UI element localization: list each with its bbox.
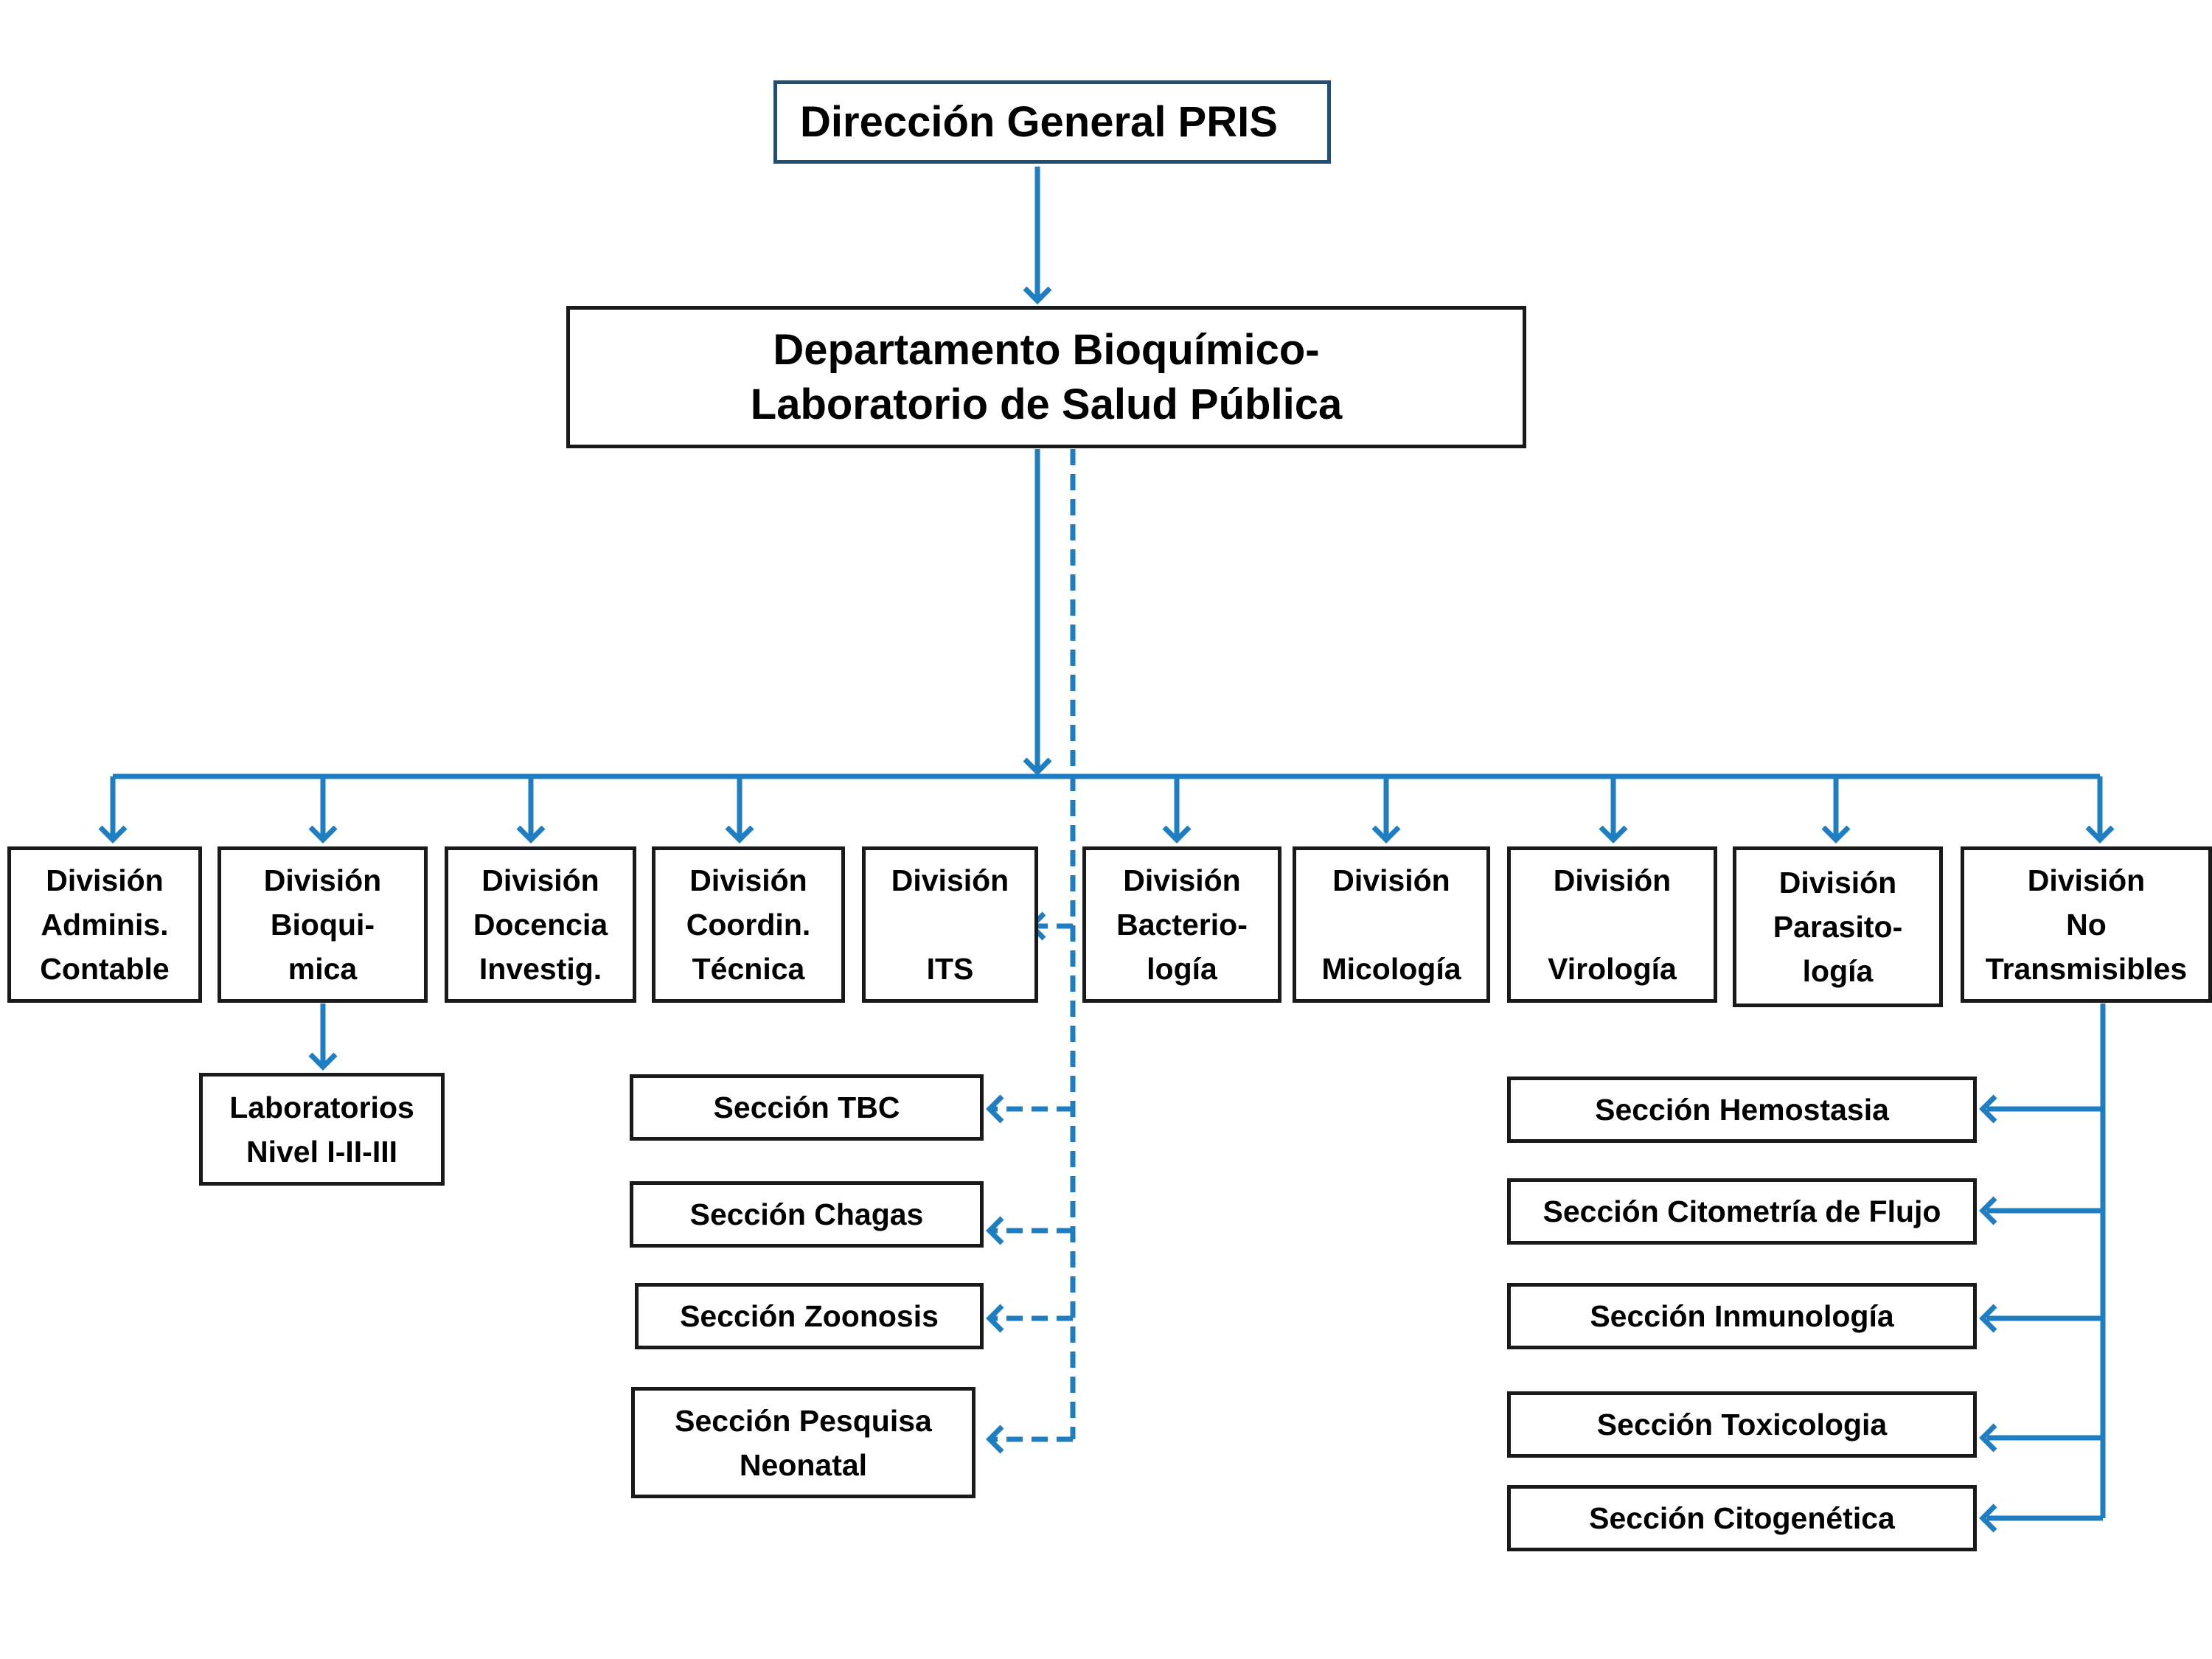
section-pesquisa-line-1: Sección Pesquisa — [675, 1403, 932, 1438]
section-toxicologia-line-1: Sección Toxicologia — [1596, 1408, 1888, 1441]
arrowhead-left — [1979, 1503, 1997, 1533]
division-coordin-line-1: División — [689, 863, 807, 897]
arrowhead-down — [1371, 825, 1401, 844]
section-chagas-line-1: Sección Chagas — [689, 1197, 924, 1231]
division-parasitologia-line-3: logía — [1802, 954, 1874, 988]
division-micologia-line-1: División — [1332, 863, 1450, 897]
arrowhead-left — [1979, 1094, 1997, 1124]
division-its-line-2 — [946, 902, 954, 947]
arrowhead-down — [725, 825, 754, 844]
division-bacteriologia-line-1: División — [1123, 863, 1241, 897]
arrowhead-down — [1821, 825, 1851, 844]
arrowhead-down — [98, 825, 128, 844]
division-its-line-1: División — [891, 863, 1009, 897]
section-citogenetica: Sección Citogenética — [1507, 1485, 1977, 1551]
arrowhead-down — [1023, 757, 1052, 776]
arrowhead-down — [1023, 286, 1052, 305]
arrowhead-down — [516, 825, 546, 844]
section-citogenetica-line-1: Sección Citogenética — [1589, 1501, 1895, 1535]
section-chagas: Sección Chagas — [630, 1181, 984, 1248]
division-no-transmisibles-line-1: División — [2027, 863, 2146, 897]
division-virologia-line-1: División — [1553, 863, 1672, 897]
section-toxicologia: Sección Toxicologia — [1507, 1391, 1977, 1458]
division-docencia-line-3: Investig. — [479, 952, 602, 986]
laboratorios-box-line-1: Laboratorios — [229, 1090, 414, 1124]
arrowhead-left — [1979, 1304, 1997, 1333]
division-micologia-line-2 — [1387, 902, 1395, 947]
section-tbc: Sección TBC — [630, 1074, 984, 1141]
division-adminis-line-3: Contable — [40, 952, 170, 986]
arrowhead-down — [1162, 825, 1192, 844]
top-box: Dirección General PRIS — [773, 80, 1331, 164]
section-hemostasia-line-1: Sección Hemostasia — [1595, 1093, 1889, 1127]
division-adminis-line-1: División — [46, 863, 164, 897]
section-hemostasia: Sección Hemostasia — [1507, 1077, 1977, 1143]
division-bioquimica-line-2: Bioqui- — [270, 908, 375, 942]
division-parasitologia-line-2: Parasito- — [1773, 910, 1903, 944]
division-virologia: División Virología — [1507, 846, 1717, 1003]
section-inmunologia-line-1: Sección Inmunología — [1590, 1299, 1894, 1333]
division-micologia: División Micología — [1293, 846, 1490, 1003]
division-virologia-line-3: Virología — [1548, 952, 1677, 986]
section-tbc-line-1: Sección TBC — [713, 1091, 900, 1124]
top-box-line-1: Dirección General PRIS — [800, 98, 1278, 146]
arrowhead-left — [1979, 1423, 1997, 1453]
division-micologia-line-3: Micología — [1321, 952, 1461, 986]
department-box-line-1: Departamento Bioquímico- — [773, 325, 1320, 374]
arrowhead-left — [986, 1425, 1004, 1454]
section-zoonosis-line-1: Sección Zoonosis — [680, 1299, 939, 1333]
arrowhead-down — [308, 1052, 338, 1071]
arrowhead-down — [2085, 825, 2115, 844]
arrowhead-left — [1979, 1196, 1997, 1225]
department-box: Departamento Bioquímico- Laboratorio de S… — [566, 306, 1526, 448]
arrowhead-left — [986, 1094, 1004, 1124]
division-adminis-line-2: Adminis. — [41, 908, 169, 942]
division-its-line-3: ITS — [926, 952, 974, 986]
arrowhead-down — [1599, 825, 1628, 844]
arrowhead-down — [308, 825, 338, 844]
department-box-line-2: Laboratorio de Salud Pública — [750, 380, 1343, 428]
division-docencia-line-1: División — [481, 863, 599, 897]
division-no-transmisibles-line-3: Transmisibles — [1985, 952, 2188, 986]
section-citometria-line-1: Sección Citometría de Flujo — [1543, 1194, 1941, 1228]
section-pesquisa-line-2: Neonatal — [739, 1447, 868, 1482]
division-bioquimica-line-3: mica — [288, 952, 358, 986]
section-zoonosis: Sección Zoonosis — [635, 1283, 984, 1349]
division-virologia-line-2 — [1608, 902, 1616, 947]
division-coordin-line-3: Técnica — [692, 952, 805, 986]
division-bacteriologia-line-3: logía — [1147, 952, 1217, 986]
arrowhead-left — [986, 1304, 1004, 1333]
division-bacteriologia-line-2: Bacterio- — [1116, 908, 1248, 942]
division-parasitologia-line-1: División — [1778, 866, 1897, 900]
division-docencia-line-2: Docencia — [473, 908, 608, 942]
division-no-transmisibles-line-2: No — [2066, 908, 2107, 942]
section-citometria: Sección Citometría de Flujo — [1507, 1178, 1977, 1245]
division-coordin-line-2: Coordin. — [686, 908, 811, 942]
division-its: División ITS — [862, 846, 1038, 1003]
division-bioquimica-line-1: División — [263, 863, 382, 897]
section-inmunologia: Sección Inmunología — [1507, 1283, 1977, 1349]
laboratorios-box-line-2: Nivel I-II-III — [246, 1134, 398, 1169]
arrowhead-left — [986, 1216, 1004, 1245]
